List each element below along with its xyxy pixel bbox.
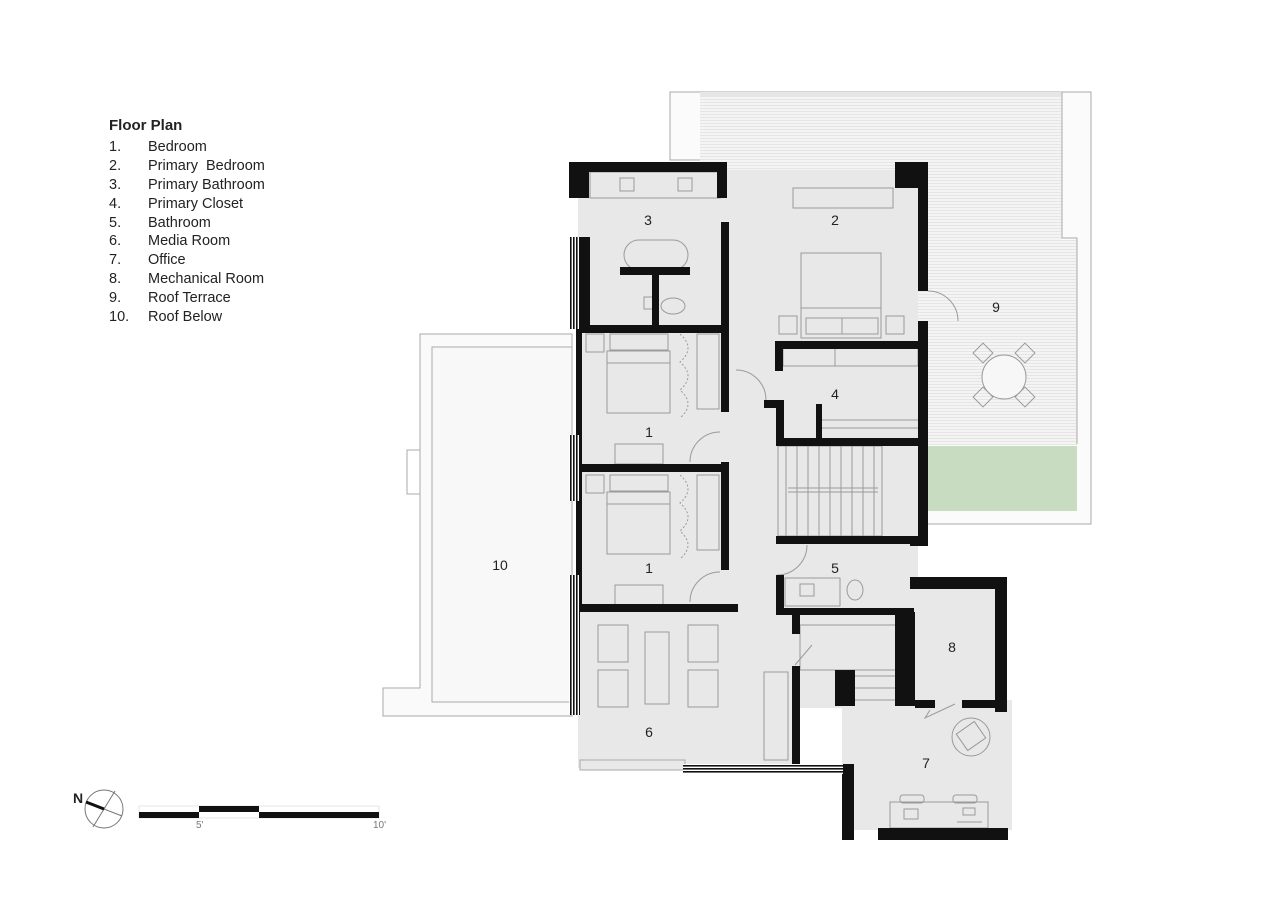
legend-item: 7.Office bbox=[109, 252, 186, 269]
room-label-office: 7 bbox=[922, 755, 930, 771]
room-label-media-room: 6 bbox=[645, 724, 653, 740]
room-label-bedroom: 1 bbox=[645, 560, 653, 576]
room-label-bathroom: 5 bbox=[831, 560, 839, 576]
legend-item: 3.Primary Bathroom bbox=[109, 176, 265, 193]
scale-bar bbox=[138, 805, 380, 819]
legend-item: 2.Primary Bedroom bbox=[109, 157, 265, 174]
room-label-bedroom: 1 bbox=[645, 424, 653, 440]
room-label-roof-below: 10 bbox=[492, 557, 508, 573]
room-label-primary-bedroom: 2 bbox=[831, 212, 839, 228]
lawn-area bbox=[928, 446, 1077, 511]
terrace-dining-set bbox=[972, 342, 1036, 408]
hatched-walls bbox=[569, 237, 843, 774]
legend-item: 1.Bedroom bbox=[109, 139, 207, 155]
room-label-mechanical-room: 8 bbox=[948, 639, 956, 655]
floor-plan-legend: Floor Plan 1.Bedroom 2.Primary Bedroom 3… bbox=[109, 117, 265, 327]
roof-below bbox=[382, 333, 573, 717]
walls bbox=[569, 162, 1008, 840]
legend-item: 9.Roof Terrace bbox=[109, 290, 231, 307]
north-arrow-icon bbox=[84, 789, 124, 829]
legend-item: 4.Primary Closet bbox=[109, 195, 244, 212]
room-labels: 3 2 9 4 1 1 5 10 8 6 7 bbox=[492, 212, 1000, 771]
legend-title: Floor Plan bbox=[109, 117, 183, 134]
room-label-primary-bathroom: 3 bbox=[644, 212, 652, 228]
legend-item: 6.Media Room bbox=[109, 233, 231, 250]
legend-item: 10.Roof Below bbox=[109, 309, 223, 326]
room-label-primary-closet: 4 bbox=[831, 386, 839, 402]
legend-item: 8.Mechanical Room bbox=[109, 271, 265, 288]
legend-item: 5.Bathroom bbox=[109, 214, 211, 231]
room-label-roof-terrace: 9 bbox=[992, 299, 1000, 315]
north-label: N bbox=[73, 790, 84, 806]
scale-label-10ft: 10' bbox=[373, 820, 387, 831]
scale-label-5ft: 5' bbox=[196, 820, 204, 831]
